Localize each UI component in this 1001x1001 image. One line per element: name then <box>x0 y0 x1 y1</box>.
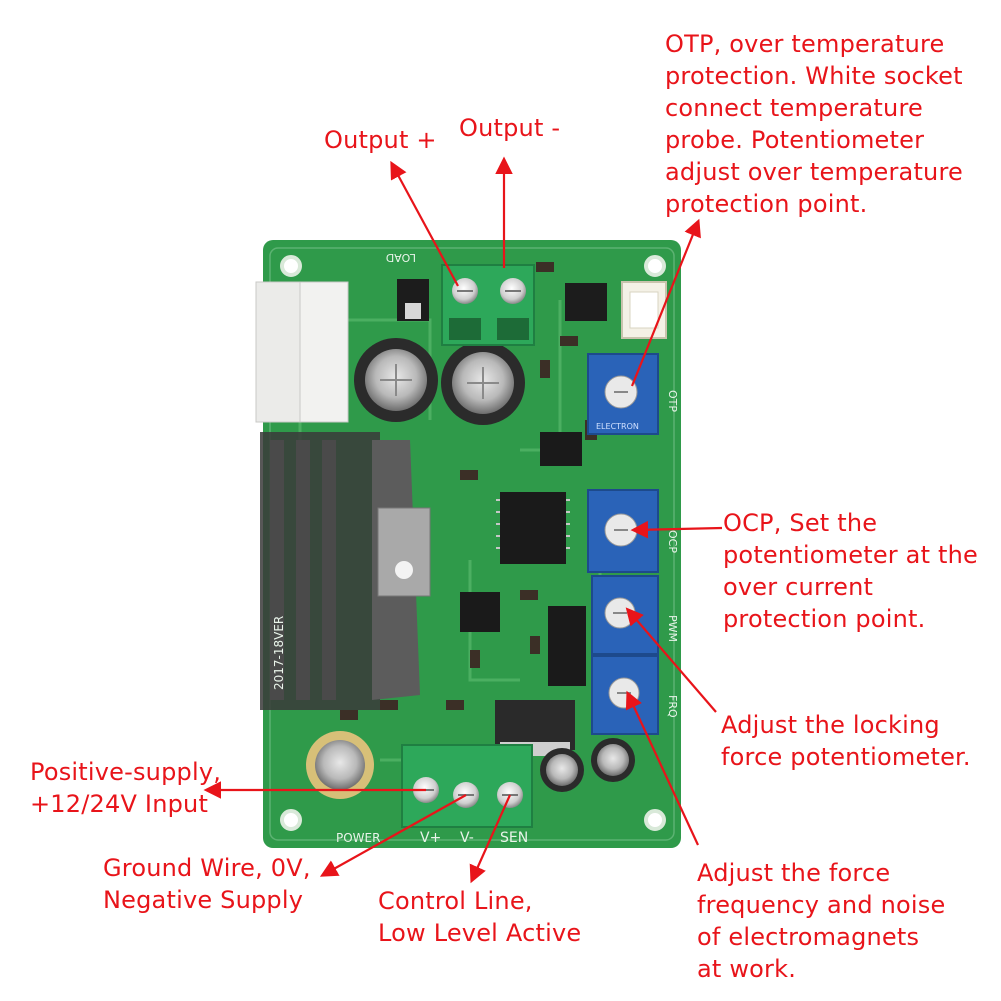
arrow-output-plus <box>390 160 459 287</box>
capacitor-1 <box>354 338 438 422</box>
heatsink <box>260 432 431 710</box>
capacitor-2 <box>441 341 525 425</box>
silk-load: LOAD <box>386 251 416 264</box>
silk-side: 2017-18VER <box>272 616 286 690</box>
ic-top <box>565 283 607 321</box>
pot-frq <box>591 655 659 735</box>
silk-pwm: PWM <box>666 615 679 642</box>
arrow-ocp <box>630 520 723 539</box>
mosfet-right <box>548 606 586 686</box>
arrow-locking <box>625 607 717 713</box>
annotation-arrows <box>203 156 723 884</box>
white-relay-2 <box>299 281 349 423</box>
pot-ocp <box>587 489 659 573</box>
pot-marking: ELECTRON <box>596 422 639 431</box>
capacitor-bottom-right <box>591 738 635 782</box>
label-ocp: OCP, Set the potentiometer at the over c… <box>723 509 979 633</box>
label-locking-force: Adjust the locking force potentiometer. <box>721 711 971 771</box>
capacitor-bottom-mid <box>540 748 584 792</box>
silk-power: POWER <box>336 831 380 845</box>
input-terminal-block <box>401 744 533 828</box>
arrow-control <box>469 794 512 884</box>
label-output-plus: Output + <box>324 126 437 154</box>
silk-terminal-vminus: V- <box>460 830 474 846</box>
label-force-frequency: Adjust the force frequency and noise of … <box>697 859 946 983</box>
silk-otp: OTP <box>666 390 679 412</box>
arrow-ground <box>319 794 467 877</box>
white-relay-1 <box>255 281 301 423</box>
arrow-frequency <box>625 690 699 846</box>
mounting-holes <box>280 255 666 831</box>
silk-ocp: OCP <box>666 530 679 553</box>
output-terminal-block <box>441 264 535 346</box>
label-positive-supply: Positive-supply, +12/24V Input <box>30 758 222 818</box>
capacitor-bottom-left <box>306 731 374 799</box>
ic-center <box>500 492 566 564</box>
pot-otp <box>587 353 659 435</box>
pot-pwm <box>591 575 659 655</box>
label-ground-wire: Ground Wire, 0V, Negative Supply <box>103 854 311 914</box>
ic-small <box>540 432 582 466</box>
label-output-minus: Output - <box>459 114 561 142</box>
silk-terminal-vplus: V+ <box>420 830 441 846</box>
regulator <box>495 700 575 750</box>
ic-optocoupler <box>460 592 500 632</box>
arrow-otp <box>630 218 701 387</box>
label-otp: OTP, over temperature protection. White … <box>665 30 963 218</box>
temperature-socket <box>621 281 667 339</box>
label-control-line: Control Line, Low Level Active <box>378 887 582 947</box>
silk-frq: FRQ <box>666 695 679 718</box>
silk-terminal-sen: SEN <box>500 830 528 846</box>
